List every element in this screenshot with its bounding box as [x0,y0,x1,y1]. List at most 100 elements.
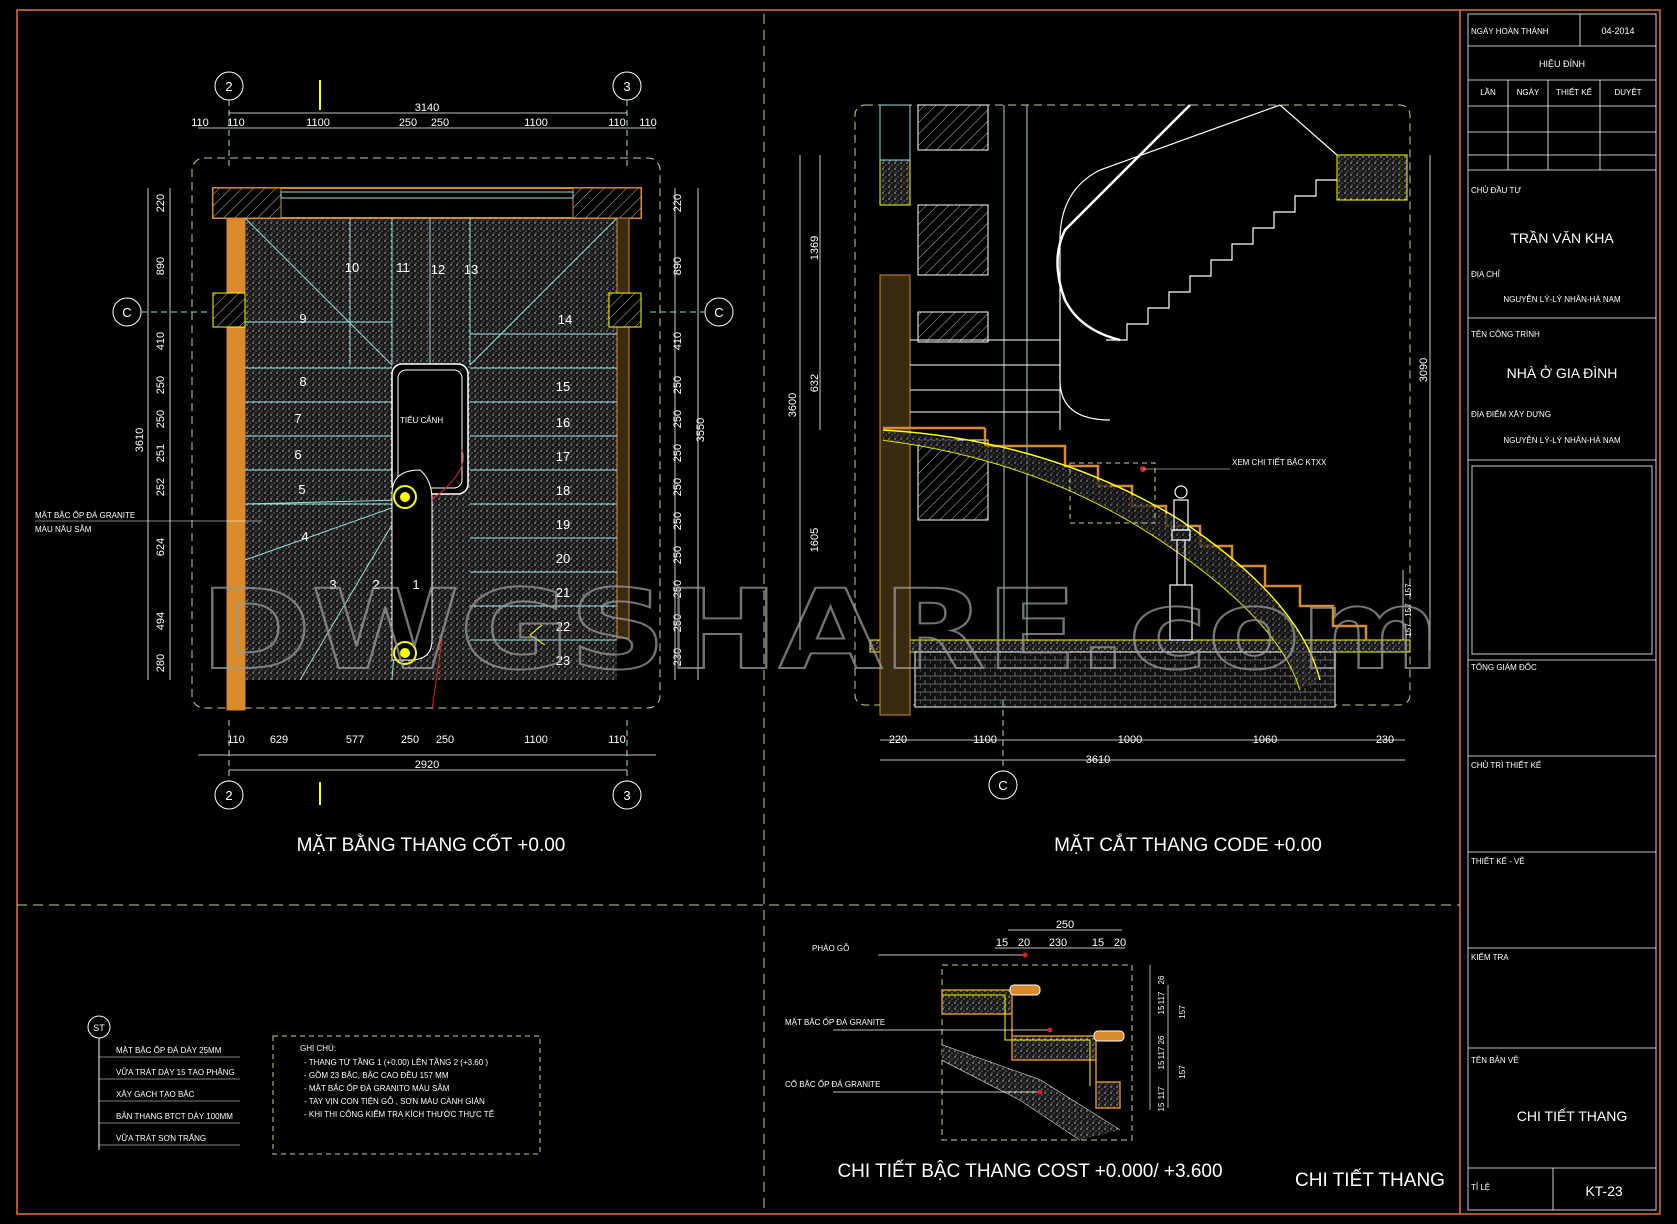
svg-text:PHÀO GỖ: PHÀO GỖ [812,944,849,953]
dim-text: 20 [1018,937,1030,949]
sheet-frame [16,9,1661,1215]
sheet-caption: CHI TIẾT THANG [1295,1169,1445,1191]
svg-text:C: C [714,305,723,320]
svg-text:MẶT BẬC ỐP ĐÁ GRANITE: MẶT BẬC ỐP ĐÁ GRANITE [785,1017,885,1027]
plan-axis-bubbles: 2 3 2 3 C C [112,71,734,810]
dim-text: 26 [1157,1035,1166,1044]
dim-text: 110 [608,117,626,129]
step-number: 12 [431,262,445,277]
svg-text:C: C [122,305,131,320]
dim-text: 1100 [524,117,548,129]
svg-text:KT-23: KT-23 [1585,1183,1623,1199]
svg-text:TIỂU CẢNH: TIỂU CẢNH [400,416,443,425]
svg-text:NGÀY: NGÀY [1517,88,1540,97]
step-number: 14 [558,312,572,327]
step-number: 17 [556,449,570,464]
dim-text: 251 [155,444,167,462]
newel-post-lower [393,641,417,665]
stair-plan: 2 3 2 3 C C [35,71,734,856]
step-number: 5 [298,482,305,497]
dim-text: 1000 [1118,734,1142,746]
dim-text: 230 [1376,734,1394,746]
step-number: 3 [329,577,336,592]
dim-text: 117 [1157,1086,1166,1099]
dim-text: 250 [399,117,417,129]
dim-text: 3600 [787,393,799,417]
svg-text:NGÀY HOÀN THÀNH: NGÀY HOÀN THÀNH [1471,27,1549,36]
svg-text:ĐỊA ĐIỂM XÂY DỰNG: ĐỊA ĐIỂM XÂY DỰNG [1471,410,1551,419]
dim-text: 250 [155,410,167,428]
step-number: 16 [556,415,570,430]
legend-item: MẶT BẬC ỐP ĐÁ DÀY 25MM [116,1045,222,1055]
svg-text:MẶT BẬC ỐP ĐÁ GRANITE: MẶT BẬC ỐP ĐÁ GRANITE [35,510,135,520]
dim-text: 250 [672,580,684,598]
watermark: DWGSHARE.com [200,566,1440,694]
svg-text:CHỦ TRÌ THIẾT KẾ: CHỦ TRÌ THIẾT KẾ [1471,760,1541,770]
plan-title: MẶT BẰNG THANG CỐT +0.00 [297,834,566,856]
note-line: - KHI THI CÔNG KIỂM TRA KÍCH THƯỚC THỰC … [304,1109,494,1119]
dim-text: 250 [672,546,684,564]
detail-title: CHI TIẾT BẬC THANG COST +0.000/ +3.600 [837,1160,1222,1182]
dim-text: 3550 [695,418,707,442]
legend-item: BẢN THANG BTCT DÀY 100MM [116,1112,233,1121]
dim-text: 230 [672,648,684,666]
dim-text: 1605 [809,528,821,552]
dim-text: 26 [1157,975,1166,984]
dim-text: 117 [1157,991,1166,1004]
svg-text:04-2014: 04-2014 [1601,26,1634,36]
note-line: - MẶT BẬC ỐP ĐÁ GRANITO MÀU SẪM [304,1083,450,1093]
note-line: - TAY VỊN CON TIỆN GỖ , SƠN MÀU CÁNH GIÁ… [304,1097,485,1106]
svg-text:TRẦN VĂN KHA: TRẦN VĂN KHA [1510,230,1614,246]
svg-text:GHI CHÚ:: GHI CHÚ: [300,1044,336,1053]
step-number: 2 [372,577,379,592]
svg-text:CHI TIẾT THANG: CHI TIẾT THANG [1517,1108,1627,1124]
dim-text: 890 [155,257,167,275]
baluster [1169,485,1193,641]
dim-text: 1100 [973,734,997,746]
dim-text: 3610 [134,428,146,452]
legend-item: VỮA TRÁT DÀY 15 TẠO PHẲNG [116,1068,235,1077]
legend-item: VỮA TRÁT SƠN TRẮNG [116,1134,206,1143]
svg-text:LẦN: LẦN [1480,87,1496,97]
dim-text: 250 [431,117,449,129]
dim-text: 220 [889,734,907,746]
svg-text:3: 3 [623,788,630,803]
svg-text:TÊN BẢN VẼ: TÊN BẢN VẼ [1471,1056,1519,1065]
svg-text:3: 3 [623,79,630,94]
tread-detail: PHÀO GỖ MẶT BẬC ỐP ĐÁ GRANITE CỔ BẬC ỐP … [785,919,1223,1182]
step-number: 19 [556,517,570,532]
step-number: 13 [464,262,478,277]
upper-flight [1106,179,1337,341]
dim-text: 15 [996,937,1008,949]
dim-text: 230 [1049,937,1067,949]
dim-text: 157 [1178,1065,1187,1079]
svg-text:CỔ BẬC ỐP ĐÁ GRANITE: CỔ BẬC ỐP ĐÁ GRANITE [785,1079,880,1089]
svg-text:TỔNG GIÁM ĐỐC: TỔNG GIÁM ĐỐC [1471,662,1537,672]
dim-text: 15 [1157,1060,1166,1069]
step-number: 23 [556,653,570,668]
dim-text: 3090 [1418,358,1430,382]
legend-item: XÂY GẠCH TẠO BẬC [116,1090,195,1099]
title-block [1467,13,1657,1211]
dim-text: 20 [1114,937,1126,949]
dim-text: 220 [672,194,684,212]
dim-text: 15 [1157,1005,1166,1014]
svg-text:NGUYỄN LÝ-LÝ NHÂN-HÀ NAM: NGUYỄN LÝ-LÝ NHÂN-HÀ NAM [1503,295,1621,304]
dim-text: 110 [227,117,245,129]
svg-text:NHÀ Ở GIA ĐÌNH: NHÀ Ở GIA ĐÌNH [1507,364,1618,381]
svg-text:ST: ST [93,1023,105,1033]
dim-text: 629 [270,734,288,746]
svg-text:TỈ LỆ: TỈ LỆ [1471,1183,1490,1192]
dim-text: 494 [155,612,167,630]
dim-text: 157 [1178,1005,1187,1019]
section-title: MẶT CẮT THANG CODE +0.00 [1054,834,1322,856]
dim-text: 157 [1404,623,1413,637]
dim-text: 2920 [415,759,439,771]
svg-text:THIẾT KẾ - VẼ: THIẾT KẾ - VẼ [1471,856,1525,866]
dim-text: 1100 [524,734,548,746]
dim-text: 890 [672,257,684,275]
dim-text: 250 [672,478,684,496]
dim-text: 157 [1404,583,1413,597]
